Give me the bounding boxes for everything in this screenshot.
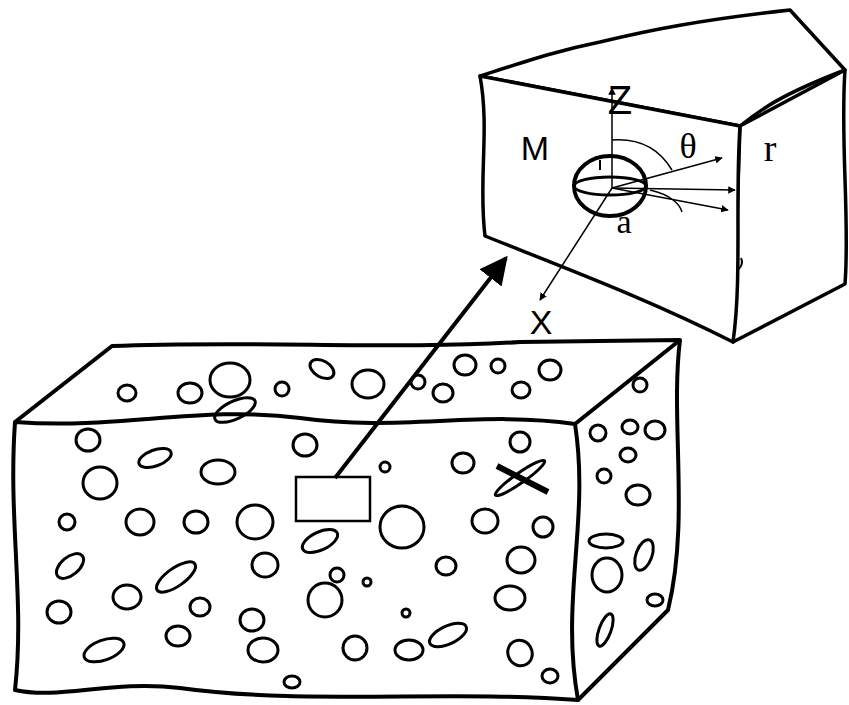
pore	[620, 448, 636, 462]
pore	[512, 382, 530, 398]
pore	[126, 509, 154, 535]
pore	[589, 534, 623, 548]
pore	[510, 432, 530, 452]
zoom-pointer	[335, 258, 506, 478]
pores	[47, 355, 665, 688]
pore	[622, 420, 638, 434]
phi-arc	[650, 190, 682, 212]
pore	[472, 509, 498, 533]
pore	[363, 578, 371, 586]
y-axis	[612, 188, 735, 190]
pore	[533, 517, 553, 537]
pore	[136, 445, 173, 472]
pore	[507, 547, 535, 573]
x-axis	[540, 188, 612, 300]
axis-label: X	[530, 305, 553, 339]
pore	[426, 618, 470, 651]
zoom-box	[296, 477, 370, 521]
stray-mark	[738, 258, 742, 270]
pore	[293, 434, 317, 456]
inclusion	[540, 88, 742, 300]
pore	[201, 460, 235, 484]
block-top-face	[15, 340, 680, 424]
block-front-face	[13, 414, 579, 700]
crack	[497, 466, 548, 492]
pore	[491, 359, 505, 373]
pore	[542, 669, 558, 683]
pore	[59, 514, 75, 530]
pore	[47, 601, 71, 623]
pore	[594, 612, 617, 648]
pore	[343, 636, 367, 660]
equator	[574, 177, 646, 195]
pore	[210, 363, 250, 397]
pore	[240, 609, 264, 631]
pore	[299, 525, 341, 557]
pore	[380, 462, 390, 472]
pore	[433, 384, 453, 402]
pore	[178, 383, 202, 403]
pore	[248, 638, 278, 662]
pore	[83, 467, 117, 499]
pore	[330, 568, 344, 582]
pore	[647, 594, 663, 606]
pore	[626, 485, 650, 505]
pore	[76, 429, 100, 451]
pore	[118, 385, 136, 401]
block-right-face	[578, 340, 680, 700]
pore	[184, 511, 208, 533]
pore	[307, 356, 338, 383]
pore	[81, 633, 127, 666]
pore	[52, 549, 88, 583]
pore	[590, 425, 606, 441]
pore	[190, 598, 210, 616]
pore	[539, 360, 561, 380]
radius-label: r	[764, 129, 777, 167]
pore	[454, 355, 476, 375]
pore	[211, 393, 258, 428]
axis-label: Z	[608, 80, 632, 120]
inset-front-face	[480, 76, 740, 342]
pore	[493, 457, 548, 500]
tick-mark	[599, 160, 601, 170]
pore	[645, 421, 665, 439]
inset-block	[480, 10, 846, 342]
pore	[275, 382, 289, 396]
pore	[284, 676, 300, 688]
pore	[395, 640, 423, 660]
matrix-label: M	[521, 131, 549, 165]
pore	[252, 553, 278, 577]
angle-label: θ	[679, 128, 696, 164]
pore	[152, 556, 200, 597]
pore	[237, 505, 273, 539]
pore	[495, 586, 525, 610]
spherical-inclusion	[574, 156, 646, 216]
pore	[631, 537, 657, 573]
porous-block	[13, 340, 680, 700]
pore	[503, 636, 537, 671]
theta-arc	[612, 140, 672, 170]
pore	[166, 626, 190, 646]
pore	[452, 453, 474, 473]
pore	[308, 583, 342, 617]
radius-label: a	[616, 205, 631, 239]
pore	[352, 370, 384, 398]
pore	[436, 557, 456, 575]
pore	[380, 506, 424, 548]
pore	[592, 558, 622, 592]
pore	[402, 609, 410, 617]
inset-right-face	[733, 70, 846, 342]
pore	[633, 378, 647, 392]
pore	[597, 469, 611, 483]
pore	[113, 585, 141, 609]
